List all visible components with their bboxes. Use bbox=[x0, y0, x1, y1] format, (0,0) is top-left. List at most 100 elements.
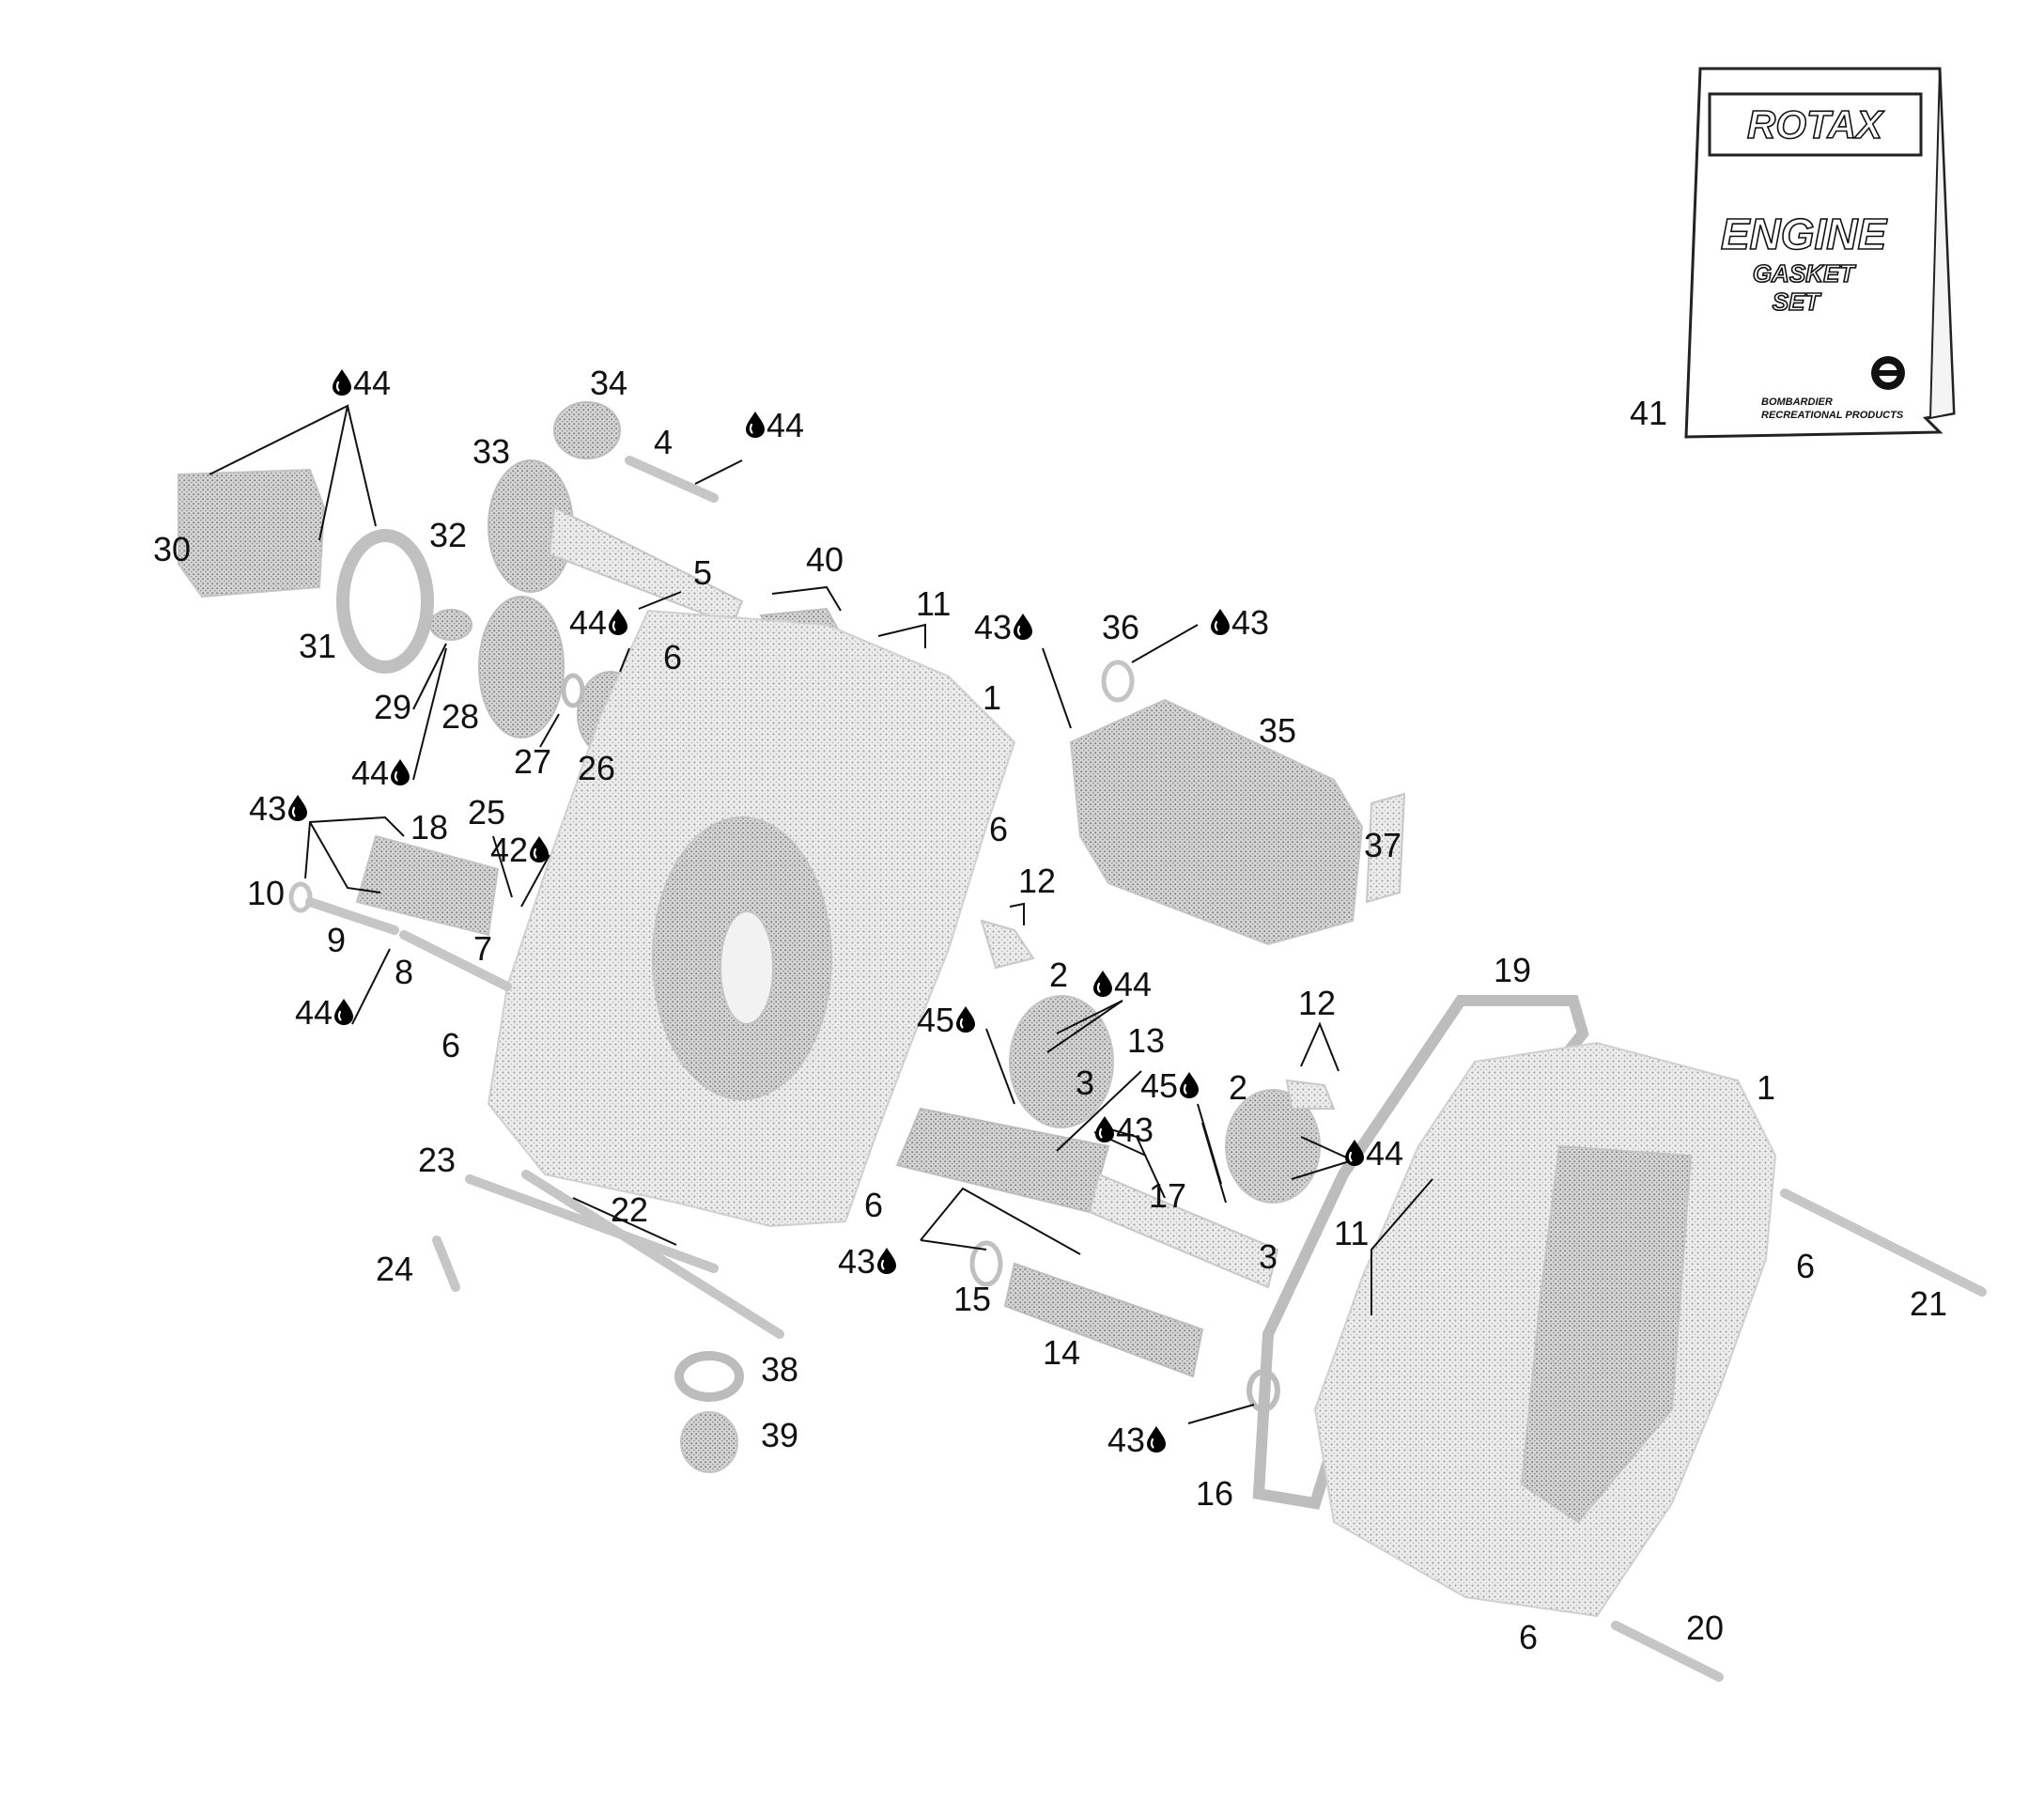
callout-2: 2 bbox=[1229, 1068, 1247, 1107]
callout-number: 43 bbox=[249, 789, 286, 828]
callout-14: 14 bbox=[1043, 1333, 1080, 1372]
callout-42: 42 bbox=[490, 831, 549, 869]
callout-number: 31 bbox=[299, 627, 336, 665]
callout-20: 20 bbox=[1686, 1608, 1724, 1647]
callout-number: 44 bbox=[1114, 965, 1152, 1003]
crankcase-right-detail bbox=[1520, 1144, 1693, 1524]
part-23 bbox=[465, 1174, 719, 1273]
callout-6: 6 bbox=[663, 638, 682, 676]
callout-number: 39 bbox=[761, 1416, 798, 1454]
callout-16: 16 bbox=[1196, 1474, 1233, 1513]
callout-number: 41 bbox=[1630, 394, 1667, 432]
callout-number: 7 bbox=[473, 929, 492, 968]
callout-2: 2 bbox=[1049, 956, 1068, 994]
callout-29: 29 bbox=[374, 688, 411, 726]
oil-drop-icon bbox=[1014, 614, 1032, 640]
callout-17: 17 bbox=[1149, 1176, 1186, 1215]
booklet-logo-icon bbox=[1871, 356, 1905, 390]
callout-25: 25 bbox=[468, 793, 505, 831]
callout-number: 44 bbox=[351, 754, 389, 792]
callout-43: 43 bbox=[1095, 1111, 1154, 1149]
booklet-subtitle-1: GASKET bbox=[1753, 259, 1856, 287]
part-36 bbox=[1101, 660, 1135, 703]
callout-38: 38 bbox=[761, 1350, 798, 1389]
part-2-3-left bbox=[1009, 995, 1114, 1128]
callout-18: 18 bbox=[410, 808, 448, 847]
callout-26: 26 bbox=[578, 749, 615, 787]
booklet-subtitle-2: SET bbox=[1773, 287, 1822, 316]
callout-30: 30 bbox=[153, 530, 191, 568]
callout-number: 12 bbox=[1018, 862, 1056, 900]
callout-22: 22 bbox=[611, 1190, 648, 1229]
callout-number: 17 bbox=[1149, 1176, 1186, 1215]
callout-41: 41 bbox=[1630, 394, 1667, 432]
callout-44: 44 bbox=[1345, 1134, 1403, 1173]
oil-drop-icon bbox=[1147, 1426, 1166, 1453]
part-8 bbox=[399, 930, 512, 991]
callout-44: 44 bbox=[295, 993, 353, 1032]
callout-number: 28 bbox=[441, 697, 479, 736]
callout-number: 14 bbox=[1043, 1333, 1080, 1372]
callout-number: 30 bbox=[153, 530, 191, 568]
callout-number: 5 bbox=[693, 553, 712, 592]
callout-number: 32 bbox=[429, 516, 467, 554]
callout-number: 1 bbox=[1757, 1068, 1775, 1107]
part-15 bbox=[969, 1240, 1003, 1287]
callout-3: 3 bbox=[1076, 1064, 1094, 1102]
part-37 bbox=[1365, 792, 1406, 904]
callout-4: 4 bbox=[654, 423, 673, 461]
callout-6: 6 bbox=[864, 1186, 883, 1224]
callout-number: 43 bbox=[1231, 603, 1269, 642]
part-30 bbox=[178, 468, 326, 598]
callout-6: 6 bbox=[989, 810, 1008, 848]
callout-44: 44 bbox=[1093, 965, 1152, 1003]
callout-number: 3 bbox=[1259, 1237, 1278, 1276]
callout-number: 6 bbox=[989, 810, 1008, 848]
callout-number: 10 bbox=[247, 874, 285, 912]
part-35 bbox=[1069, 698, 1364, 946]
callout-number: 35 bbox=[1259, 711, 1296, 750]
callout-8: 8 bbox=[395, 953, 413, 991]
part-29 bbox=[429, 609, 472, 641]
callout-number: 45 bbox=[917, 1001, 954, 1039]
part-12-left bbox=[980, 919, 1035, 970]
oil-drop-icon bbox=[334, 999, 353, 1025]
callout-15: 15 bbox=[953, 1280, 991, 1318]
part-16 bbox=[1247, 1369, 1280, 1412]
callout-number: 9 bbox=[327, 921, 346, 959]
callout-number: 43 bbox=[838, 1242, 875, 1281]
callout-28: 28 bbox=[441, 697, 479, 736]
callout-number: 29 bbox=[374, 688, 411, 726]
booklet-title: ENGINE bbox=[1721, 210, 1888, 258]
oil-drop-icon bbox=[391, 759, 410, 785]
callout-36: 36 bbox=[1102, 608, 1139, 646]
callout-10: 10 bbox=[247, 874, 285, 912]
callout-number: 11 bbox=[1334, 1214, 1369, 1252]
callout-number: 2 bbox=[1049, 956, 1068, 994]
part-27 bbox=[561, 673, 585, 708]
callout-35: 35 bbox=[1259, 711, 1296, 750]
callout-number: 3 bbox=[1076, 1064, 1094, 1102]
part-24 bbox=[432, 1235, 460, 1292]
callout-number: 6 bbox=[441, 1026, 460, 1064]
callout-1: 1 bbox=[983, 678, 1001, 717]
callout-43: 43 bbox=[1107, 1421, 1166, 1459]
oil-drop-icon bbox=[333, 369, 351, 396]
oil-drop-icon bbox=[530, 836, 549, 862]
callout-number: 26 bbox=[578, 749, 615, 787]
part-22 bbox=[521, 1170, 784, 1339]
callout-number: 36 bbox=[1102, 608, 1139, 646]
callout-44: 44 bbox=[333, 364, 391, 402]
callout-number: 20 bbox=[1686, 1608, 1724, 1647]
callout-11: 11 bbox=[916, 584, 951, 623]
engine-parts bbox=[178, 401, 1987, 1682]
callout-number: 43 bbox=[974, 608, 1012, 646]
callout-number: 42 bbox=[490, 831, 528, 869]
oil-drop-icon bbox=[1211, 609, 1230, 635]
callout-number: 23 bbox=[418, 1141, 456, 1179]
part-34 bbox=[553, 401, 621, 459]
callout-number: 21 bbox=[1910, 1284, 1947, 1323]
callout-39: 39 bbox=[761, 1416, 798, 1454]
callout-number: 15 bbox=[953, 1280, 991, 1318]
callout-6: 6 bbox=[1796, 1247, 1815, 1285]
